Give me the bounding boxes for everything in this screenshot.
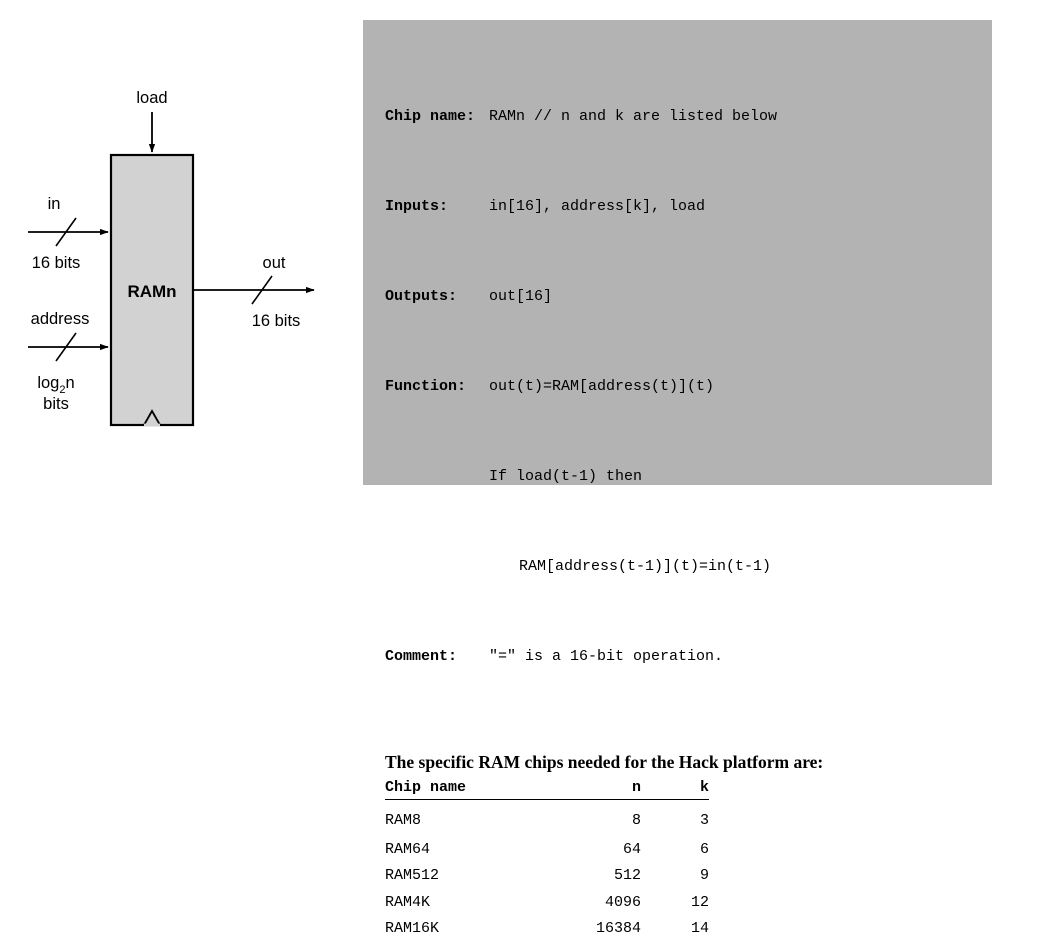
address-width-n: n: [65, 374, 74, 392]
input-width-address: log2n: [37, 374, 74, 396]
spec-value-function: out(t)=RAM[address(t)](t): [489, 377, 715, 395]
spec-value-inputs: in[16], address[k], load: [489, 197, 706, 215]
cell-k: 12: [690, 893, 709, 911]
cell-k: 6: [699, 840, 709, 858]
input-label-in: in: [48, 195, 61, 213]
chip-body: [109, 153, 195, 427]
section-heading: The specific RAM chips needed for the Ha…: [385, 751, 824, 772]
table-row: RAM512 512 9: [385, 863, 709, 890]
address-width-sub: 2: [59, 384, 65, 396]
table-row: RAM4K 4096 12: [385, 890, 709, 917]
cell-chip-name: RAM16K: [385, 920, 440, 937]
spec-key-chip-name: Chip name:: [385, 107, 476, 125]
table-header-row: Chip name n k: [385, 778, 709, 800]
spec-key-inputs: Inputs:: [385, 197, 449, 215]
spec-row-outputs: Outputs: out[16]: [385, 286, 992, 309]
spec-key-function: Function:: [385, 377, 467, 395]
output-label-out: out: [263, 254, 286, 272]
table-header-k: k: [641, 778, 709, 800]
cell-n: 4096: [604, 893, 641, 911]
in-bus-slash: [55, 217, 77, 247]
cell-n: 64: [622, 840, 641, 858]
spec-value-outputs: out[16]: [489, 287, 553, 305]
table-row: RAM16K 16384 14: [385, 916, 709, 943]
cell-k: 14: [690, 920, 709, 937]
spec-key-outputs: Outputs:: [385, 287, 458, 305]
input-width-in: 16 bits: [32, 254, 81, 272]
input-label-address: address: [31, 310, 90, 328]
spec-function-continuation-2: RAM[address(t-1)](t)=in(t-1): [519, 557, 772, 575]
table-row: RAM8 8 3: [385, 799, 709, 837]
address-bus-slash: [55, 332, 77, 362]
cell-chip-name: RAM512: [385, 867, 440, 884]
spec-row-chip-name: Chip name: RAMn // n and k are listed bel…: [385, 106, 992, 129]
spec-value-chip-name: RAMn // n and k are listed below: [489, 107, 778, 125]
spec-lines: Chip name: RAMn // n and k are listed bel…: [385, 38, 992, 736]
spec-row-function: Function: out(t)=RAM[address(t)](t): [385, 376, 992, 399]
spec-value-comment: "=" is a 16-bit operation.: [489, 647, 724, 665]
clock-notch-icon: [143, 409, 161, 426]
spec-function-continuation-1: If load(t-1) then: [489, 467, 643, 485]
cell-chip-name: RAM4K: [385, 893, 431, 911]
input-width-address-bits: bits: [43, 395, 69, 413]
table-header-n: n: [535, 778, 641, 800]
address-width-log: log: [37, 374, 59, 392]
table-header-chip-name: Chip name: [385, 778, 535, 800]
table-row: RAM64 64 6: [385, 837, 709, 864]
input-label-load: load: [136, 89, 167, 107]
cell-n: 8: [631, 812, 641, 830]
output-width-out: 16 bits: [252, 312, 301, 330]
chip-variants-table: Chip name n k RAM8 8 3 RAM64 64 6 RAM512…: [385, 778, 709, 943]
cell-chip-name: RAM64: [385, 840, 431, 858]
out-bus-slash: [251, 275, 273, 305]
cell-n: 512: [613, 867, 641, 884]
cell-n: 16384: [595, 920, 641, 937]
spec-row-comment: Comment: "=" is a 16-bit operation.: [385, 646, 992, 669]
cell-chip-name: RAM8: [385, 812, 422, 830]
chip-diagram: RAMn load in 16 bits address log2n bits …: [0, 0, 350, 524]
spec-key-comment: Comment:: [385, 647, 458, 665]
chip-spec-panel: Chip name: RAMn // n and k are listed bel…: [363, 20, 992, 937]
cell-k: 9: [699, 867, 709, 884]
chip-name-label: RAMn: [127, 282, 176, 301]
cell-k: 3: [699, 812, 709, 830]
spec-row-inputs: Inputs: in[16], address[k], load: [385, 196, 992, 219]
